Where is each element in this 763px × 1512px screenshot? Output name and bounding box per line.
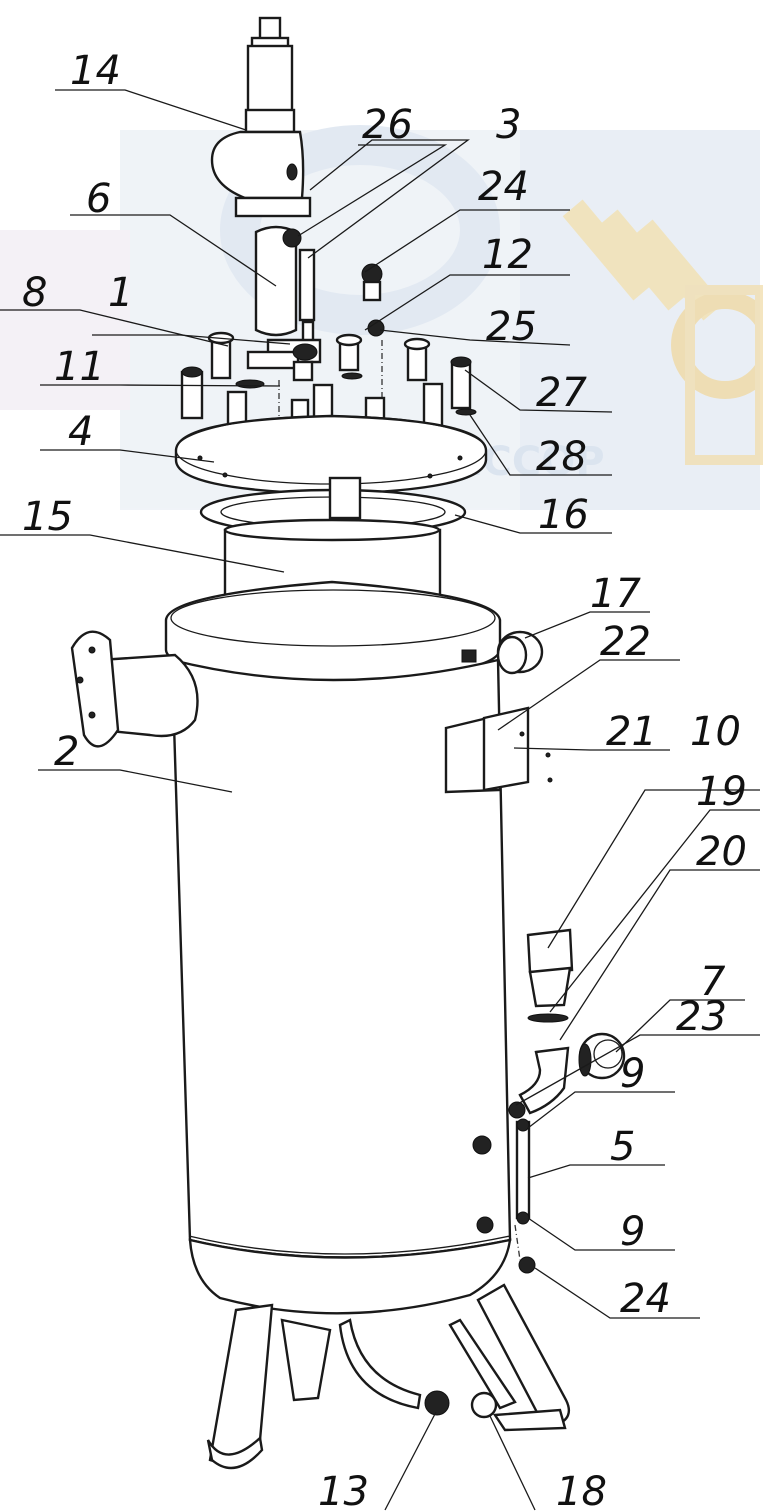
- fitting-assembly: [246, 225, 385, 450]
- manometer: [461, 630, 544, 675]
- callout-20: 20: [696, 829, 747, 875]
- callout-28: 28: [536, 434, 587, 480]
- callout-8: 8: [22, 270, 47, 316]
- callout-21: 21: [606, 709, 657, 755]
- callout-18: 18: [556, 1469, 607, 1512]
- callout-13: 13: [318, 1469, 369, 1512]
- callout-25: 25: [486, 304, 537, 350]
- callout-17: 17: [590, 571, 641, 617]
- callout-6: 6: [86, 176, 111, 222]
- callout-2: 2: [54, 729, 79, 775]
- callout-labels: 14 26 3 24 6 12 8 1 25 27 11 28 4 16 15 …: [22, 48, 747, 1512]
- callout-11: 11: [54, 344, 105, 390]
- bracket: [444, 706, 553, 794]
- side-inlet: [70, 630, 199, 748]
- callout-4: 4: [68, 409, 93, 455]
- callout-14: 14: [70, 48, 121, 94]
- right-fittings: [472, 928, 626, 1274]
- callout-23: 23: [676, 994, 727, 1040]
- callout-24-bottom: 24: [620, 1276, 671, 1322]
- callout-3: 3: [496, 102, 521, 148]
- callout-10: 10: [690, 709, 741, 755]
- callout-24-top: 24: [478, 164, 529, 210]
- callout-19: 19: [696, 769, 747, 815]
- callout-15: 15: [22, 494, 73, 540]
- legs-and-drain: [206, 1283, 571, 1470]
- callout-1: 1: [108, 270, 133, 316]
- leader-lines: [0, 89, 760, 1511]
- callout-9-lower: 9: [620, 1209, 645, 1255]
- tank-shell: [164, 580, 512, 1315]
- callout-5: 5: [610, 1124, 635, 1170]
- cover-plate: [174, 414, 488, 496]
- callout-16: 16: [538, 492, 589, 538]
- callout-27: 27: [536, 370, 587, 416]
- callout-7: 7: [700, 959, 726, 1005]
- callout-12: 12: [482, 232, 533, 278]
- callout-22: 22: [600, 619, 651, 665]
- safety-valve: [210, 16, 312, 218]
- callout-9-upper: 9: [620, 1051, 645, 1097]
- callout-26: 26: [362, 102, 413, 148]
